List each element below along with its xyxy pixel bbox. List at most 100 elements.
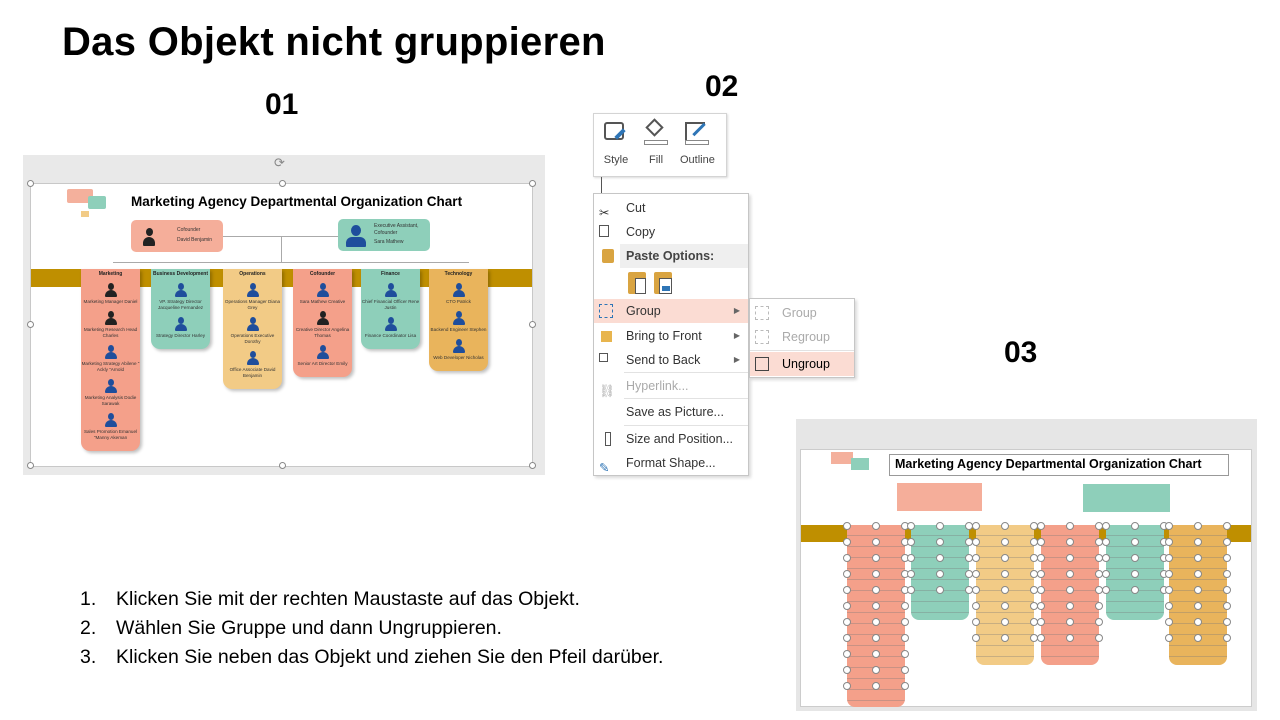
selection-handle[interactable] xyxy=(1131,538,1139,546)
resize-handle[interactable] xyxy=(529,321,536,328)
resize-handle[interactable] xyxy=(529,462,536,469)
selection-handle[interactable] xyxy=(1001,538,1009,546)
selection-handle[interactable] xyxy=(843,570,851,578)
selection-handle[interactable] xyxy=(872,682,880,690)
selection-handle[interactable] xyxy=(1102,586,1110,594)
selection-handle[interactable] xyxy=(1223,586,1231,594)
selection-handle[interactable] xyxy=(1066,570,1074,578)
selection-handle[interactable] xyxy=(872,538,880,546)
selection-handle[interactable] xyxy=(907,570,915,578)
selection-handle[interactable] xyxy=(1223,538,1231,546)
selection-handle[interactable] xyxy=(1066,522,1074,530)
selection-handle[interactable] xyxy=(972,634,980,642)
selection-handle[interactable] xyxy=(1001,522,1009,530)
selection-handle[interactable] xyxy=(1037,554,1045,562)
selection-handle[interactable] xyxy=(1165,602,1173,610)
selection-handle[interactable] xyxy=(1102,570,1110,578)
selection-handle[interactable] xyxy=(901,682,909,690)
selection-handle[interactable] xyxy=(1066,554,1074,562)
selection-handle[interactable] xyxy=(872,650,880,658)
selection-handle[interactable] xyxy=(1037,634,1045,642)
menu-item-copy[interactable]: Copy xyxy=(594,220,748,244)
selection-handle[interactable] xyxy=(1223,634,1231,642)
selection-handle[interactable] xyxy=(1223,618,1231,626)
selection-handle[interactable] xyxy=(1066,634,1074,642)
selection-handle[interactable] xyxy=(843,650,851,658)
resize-handle[interactable] xyxy=(279,462,286,469)
resize-handle[interactable] xyxy=(27,462,34,469)
selection-handle[interactable] xyxy=(843,522,851,530)
selection-handle[interactable] xyxy=(1001,618,1009,626)
selection-handle[interactable] xyxy=(972,602,980,610)
selection-handle[interactable] xyxy=(1165,554,1173,562)
org-chart-slide[interactable]: Marketing Agency Departmental Organizati… xyxy=(27,180,536,469)
resize-handle[interactable] xyxy=(27,321,34,328)
selection-handle[interactable] xyxy=(1131,586,1139,594)
selection-handle[interactable] xyxy=(936,554,944,562)
selection-handle[interactable] xyxy=(1037,538,1045,546)
selection-handle[interactable] xyxy=(1194,570,1202,578)
selection-handle[interactable] xyxy=(872,634,880,642)
selection-handle[interactable] xyxy=(936,586,944,594)
selection-handle[interactable] xyxy=(843,554,851,562)
menu-item-hyperlink[interactable]: ⛓Hyperlink... xyxy=(599,379,689,398)
selection-handle[interactable] xyxy=(843,602,851,610)
selection-handle[interactable] xyxy=(1001,634,1009,642)
selection-handle[interactable] xyxy=(843,586,851,594)
selection-handle[interactable] xyxy=(872,586,880,594)
department-column-ungrouped[interactable] xyxy=(847,525,905,707)
selection-handle[interactable] xyxy=(1001,602,1009,610)
selection-handle[interactable] xyxy=(1066,602,1074,610)
selection-handle[interactable] xyxy=(1095,634,1103,642)
selection-handle[interactable] xyxy=(972,538,980,546)
selection-handle[interactable] xyxy=(936,522,944,530)
selection-handle[interactable] xyxy=(843,682,851,690)
selection-handle[interactable] xyxy=(843,666,851,674)
selection-handle[interactable] xyxy=(901,666,909,674)
selection-handle[interactable] xyxy=(1001,554,1009,562)
menu-item-cut[interactable]: ✂Cut xyxy=(599,201,646,220)
selection-handle[interactable] xyxy=(1194,602,1202,610)
selection-handle[interactable] xyxy=(1194,538,1202,546)
selection-handle[interactable] xyxy=(1194,586,1202,594)
selection-handle[interactable] xyxy=(1037,586,1045,594)
submenu-item-group[interactable]: Group xyxy=(750,301,854,325)
selection-handle[interactable] xyxy=(1165,570,1173,578)
fill-button[interactable]: Fill xyxy=(642,118,670,166)
selection-handle[interactable] xyxy=(1194,634,1202,642)
department-column-ungrouped[interactable] xyxy=(1041,525,1099,665)
selection-handle[interactable] xyxy=(1131,554,1139,562)
selection-handle[interactable] xyxy=(936,538,944,546)
selection-handle[interactable] xyxy=(1102,538,1110,546)
menu-item-save-as-picture[interactable]: Save as Picture... xyxy=(626,405,724,419)
selection-handle[interactable] xyxy=(972,554,980,562)
org-chart-slide-ungrouped[interactable]: Marketing Agency Departmental Organizati… xyxy=(800,449,1252,707)
selection-handle[interactable] xyxy=(872,522,880,530)
selection-handle[interactable] xyxy=(872,618,880,626)
selection-handle[interactable] xyxy=(1194,522,1202,530)
selection-handle[interactable] xyxy=(843,538,851,546)
selection-handle[interactable] xyxy=(1095,602,1103,610)
selection-handle[interactable] xyxy=(1223,554,1231,562)
selection-handle[interactable] xyxy=(1131,522,1139,530)
selection-handle[interactable] xyxy=(1037,570,1045,578)
selection-handle[interactable] xyxy=(972,618,980,626)
selection-handle[interactable] xyxy=(1165,586,1173,594)
menu-item-size-and-position[interactable]: Size and Position... xyxy=(594,427,748,451)
selection-handle[interactable] xyxy=(907,586,915,594)
resize-handle[interactable] xyxy=(279,180,286,187)
submenu-item-regroup[interactable]: Regroup xyxy=(750,325,854,349)
menu-item-format-shape[interactable]: ✎Format Shape... xyxy=(599,456,716,475)
selection-handle[interactable] xyxy=(1131,570,1139,578)
department-column-ungrouped[interactable] xyxy=(1169,525,1227,665)
selection-handle[interactable] xyxy=(1223,602,1231,610)
selection-handle[interactable] xyxy=(1165,618,1173,626)
selection-handle[interactable] xyxy=(872,570,880,578)
department-column-ungrouped[interactable] xyxy=(976,525,1034,665)
selection-handle[interactable] xyxy=(872,666,880,674)
selection-handle[interactable] xyxy=(972,570,980,578)
selection-handle[interactable] xyxy=(1066,538,1074,546)
selection-handle[interactable] xyxy=(1066,618,1074,626)
selection-handle[interactable] xyxy=(1194,618,1202,626)
menu-item-send-to-back[interactable]: Send to Back▶ xyxy=(594,348,748,372)
